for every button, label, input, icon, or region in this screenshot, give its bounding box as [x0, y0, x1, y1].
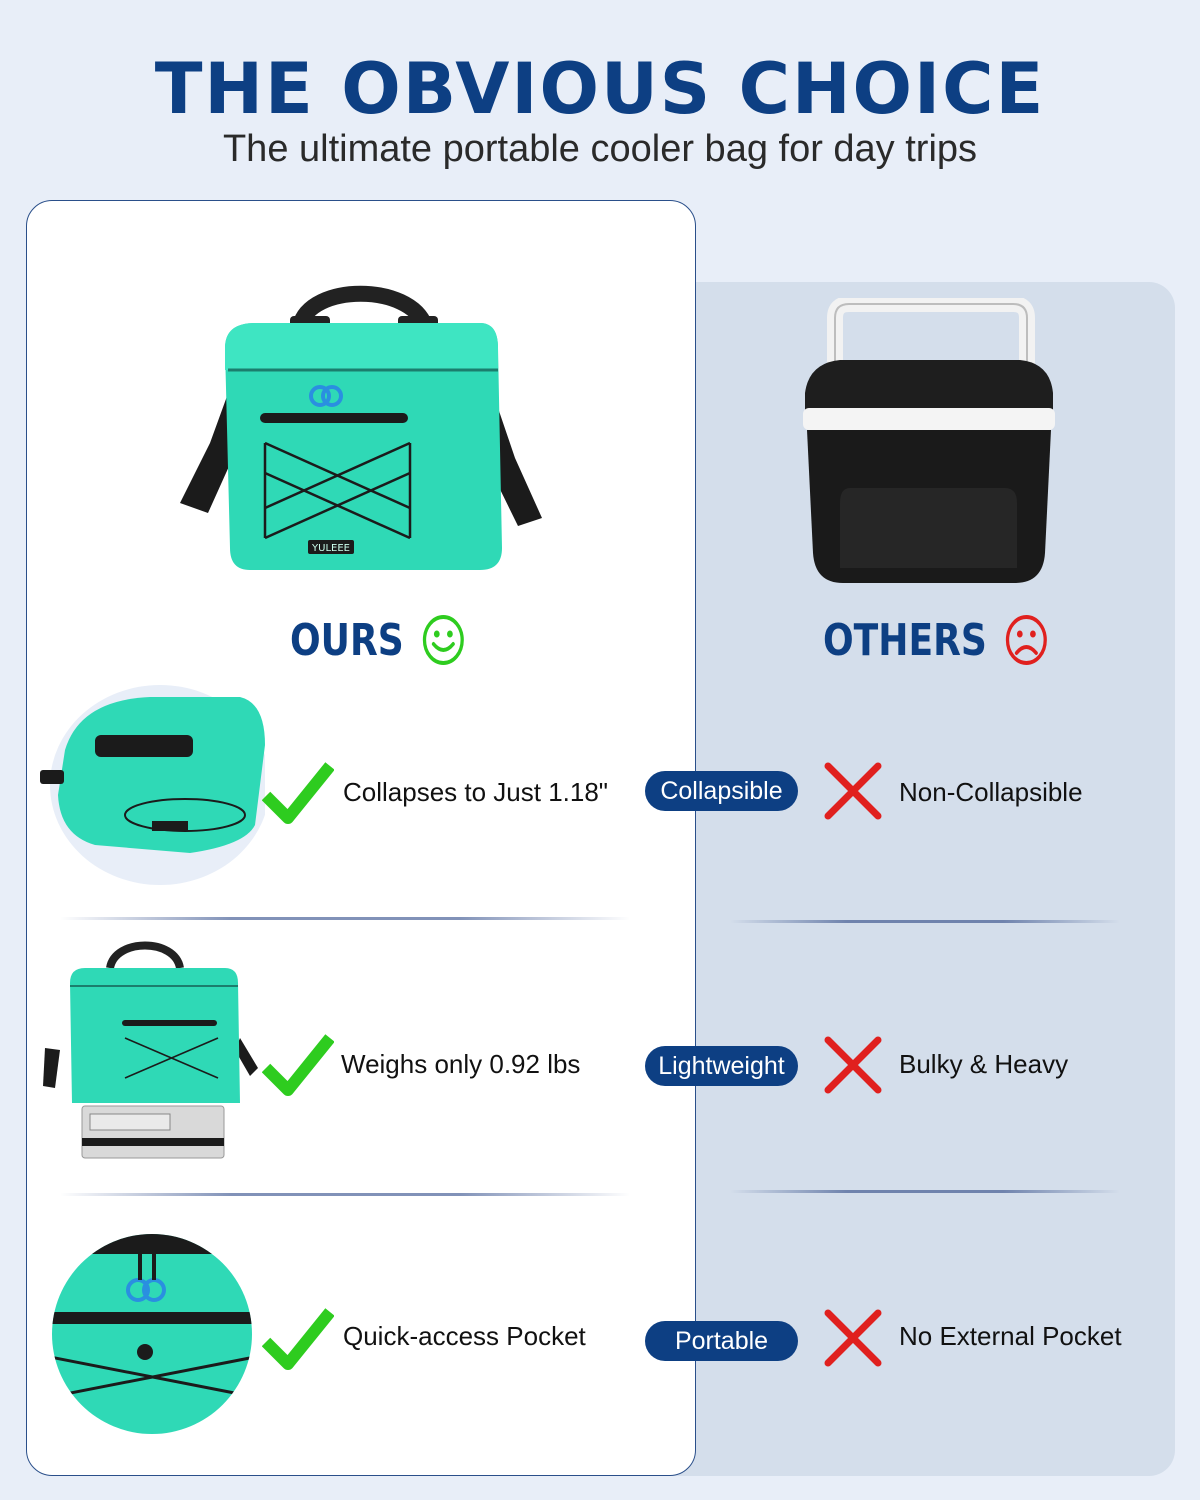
- ours-product-image: YULEEE: [180, 285, 542, 570]
- ours-feature-text: Collapses to Just 1.18": [343, 777, 609, 807]
- others-feature-text: Bulky & Heavy: [899, 1049, 1069, 1079]
- sad-face-icon: [1005, 615, 1047, 665]
- cross-icon: [824, 762, 882, 820]
- check-icon: [262, 762, 334, 824]
- feature-badge: Lightweight: [645, 1046, 798, 1086]
- pocket-closeup-image: [52, 1234, 252, 1434]
- brand-label: YULEEE: [311, 543, 350, 554]
- feature-badge: Portable: [645, 1321, 798, 1361]
- check-icon: [262, 1308, 334, 1370]
- row-divider: [60, 917, 630, 920]
- ours-feature-text: Weighs only 0.92 lbs: [341, 1049, 581, 1079]
- collapsed-bag-image: [40, 685, 265, 885]
- cross-icon: [824, 1309, 882, 1367]
- others-product-image: [803, 298, 1055, 583]
- check-icon: [262, 1034, 334, 1096]
- ours-label: OURS: [290, 614, 404, 666]
- row-divider: [60, 1193, 630, 1196]
- others-feature-text: Non-Collapsible: [899, 777, 1083, 807]
- bag-on-scale-image: [43, 941, 258, 1159]
- row-divider: [730, 920, 1120, 923]
- others-feature-text: No External Pocket: [899, 1321, 1122, 1351]
- ours-feature-text: Quick-access Pocket: [343, 1321, 586, 1351]
- feature-badge: Collapsible: [645, 771, 798, 811]
- row-divider: [730, 1190, 1120, 1193]
- headline: THE OBVIOUS CHOICE: [154, 48, 1046, 130]
- cross-icon: [824, 1036, 882, 1094]
- ours-heading: OURS: [290, 610, 464, 670]
- subheadline: The ultimate portable cooler bag for day…: [222, 128, 978, 170]
- smiley-face-icon: [422, 615, 464, 665]
- others-label: OTHERS: [823, 614, 987, 666]
- others-heading: OTHERS: [823, 610, 1048, 670]
